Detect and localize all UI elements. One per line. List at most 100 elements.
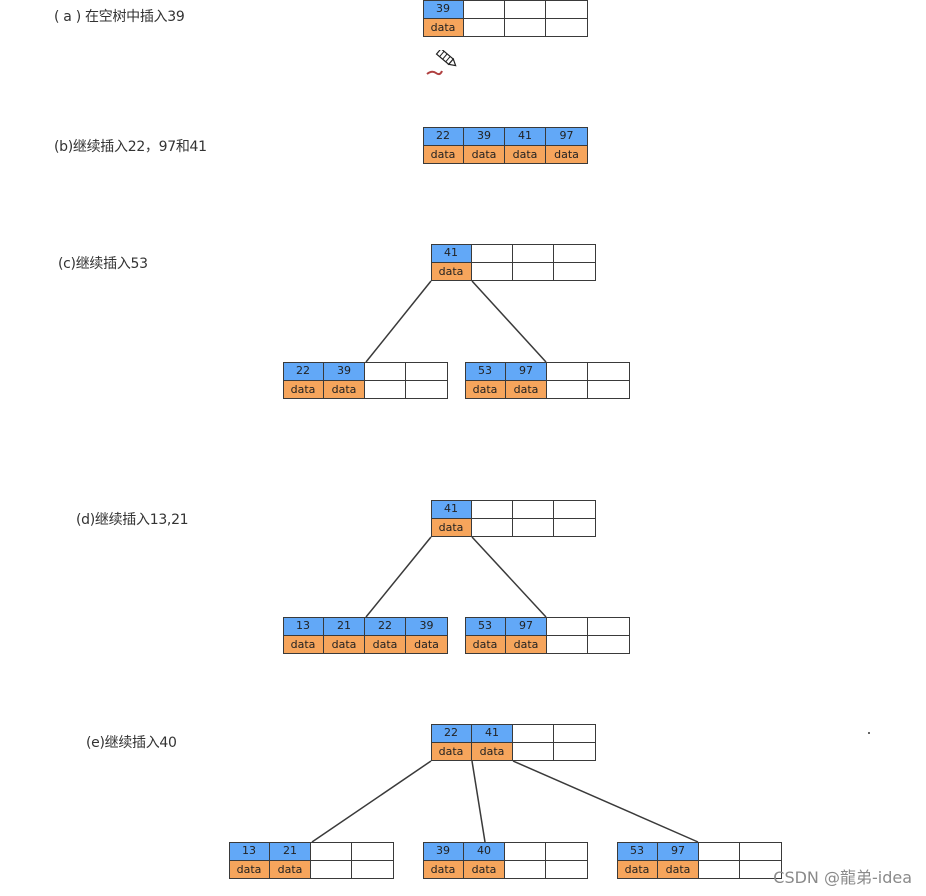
empty-key-slot bbox=[464, 0, 504, 19]
node-key: 39 bbox=[423, 842, 463, 861]
tree-edge bbox=[365, 536, 432, 618]
step-c-label: (c)继续插入53 bbox=[58, 256, 148, 272]
node-slot bbox=[546, 842, 587, 879]
node-slot bbox=[513, 244, 554, 281]
empty-data-slot bbox=[547, 636, 587, 654]
empty-data-slot bbox=[505, 19, 545, 37]
empty-key-slot bbox=[513, 724, 553, 743]
node-key: 21 bbox=[324, 617, 364, 636]
node-slot bbox=[406, 362, 447, 399]
node-slot bbox=[311, 842, 352, 879]
node-key: 22 bbox=[423, 127, 463, 146]
empty-key-slot bbox=[554, 724, 595, 743]
node-slot bbox=[554, 724, 595, 761]
node-data: data bbox=[464, 861, 504, 879]
node-slot bbox=[505, 842, 546, 879]
node-key: 13 bbox=[283, 617, 323, 636]
node-slot bbox=[588, 362, 629, 399]
empty-data-slot bbox=[513, 519, 553, 537]
empty-data-slot bbox=[546, 861, 587, 879]
empty-key-slot bbox=[547, 617, 587, 636]
node-data: data bbox=[472, 743, 512, 761]
empty-key-slot bbox=[472, 500, 512, 519]
node-key: 13 bbox=[229, 842, 269, 861]
empty-key-slot bbox=[547, 362, 587, 381]
empty-data-slot bbox=[554, 743, 595, 761]
tree-edge bbox=[311, 760, 432, 843]
node-key: 41 bbox=[472, 724, 512, 743]
node-slot bbox=[352, 842, 393, 879]
empty-key-slot bbox=[505, 0, 545, 19]
node-data: data bbox=[406, 636, 447, 654]
empty-key-slot bbox=[311, 842, 351, 861]
node-slot bbox=[546, 0, 587, 37]
empty-data-slot bbox=[588, 381, 629, 399]
tree-edge bbox=[365, 280, 432, 363]
node-key: 53 bbox=[465, 362, 505, 381]
node-key: 21 bbox=[270, 842, 310, 861]
stray-dot bbox=[868, 732, 870, 734]
empty-key-slot bbox=[406, 362, 447, 381]
node-data: data bbox=[464, 146, 504, 164]
node-slot bbox=[513, 724, 554, 761]
node-data: data bbox=[423, 146, 463, 164]
node-data: data bbox=[365, 636, 405, 654]
tree-edge bbox=[512, 760, 699, 843]
node-slot bbox=[365, 362, 406, 399]
node-data: data bbox=[324, 381, 364, 399]
empty-data-slot bbox=[365, 381, 405, 399]
node-data: data bbox=[270, 861, 310, 879]
node-data: data bbox=[465, 636, 505, 654]
node-key: 97 bbox=[546, 127, 587, 146]
tree-edge bbox=[471, 280, 547, 363]
empty-key-slot bbox=[546, 0, 587, 19]
empty-key-slot bbox=[365, 362, 405, 381]
empty-key-slot bbox=[554, 244, 595, 263]
node-data: data bbox=[423, 861, 463, 879]
node-slot bbox=[554, 244, 595, 281]
node-data: data bbox=[283, 381, 323, 399]
empty-data-slot bbox=[406, 381, 447, 399]
node-key: 53 bbox=[617, 842, 657, 861]
node-key: 39 bbox=[324, 362, 364, 381]
node-slot bbox=[472, 244, 513, 281]
node-key: 97 bbox=[506, 362, 546, 381]
node-data: data bbox=[324, 636, 364, 654]
watermark: CSDN @龍弟-idea bbox=[773, 868, 912, 887]
node-data: data bbox=[423, 19, 463, 37]
tree-edge bbox=[471, 760, 486, 843]
node-data: data bbox=[283, 636, 323, 654]
node-key: 22 bbox=[431, 724, 471, 743]
node-data: data bbox=[229, 861, 269, 879]
empty-data-slot bbox=[352, 861, 393, 879]
empty-key-slot bbox=[588, 617, 629, 636]
node-slot bbox=[588, 617, 629, 654]
empty-key-slot bbox=[740, 842, 781, 861]
empty-key-slot bbox=[505, 842, 545, 861]
node-data: data bbox=[506, 636, 546, 654]
step-e-label: (e)继续插入40 bbox=[86, 735, 177, 751]
empty-data-slot bbox=[554, 519, 595, 537]
empty-data-slot bbox=[699, 861, 739, 879]
